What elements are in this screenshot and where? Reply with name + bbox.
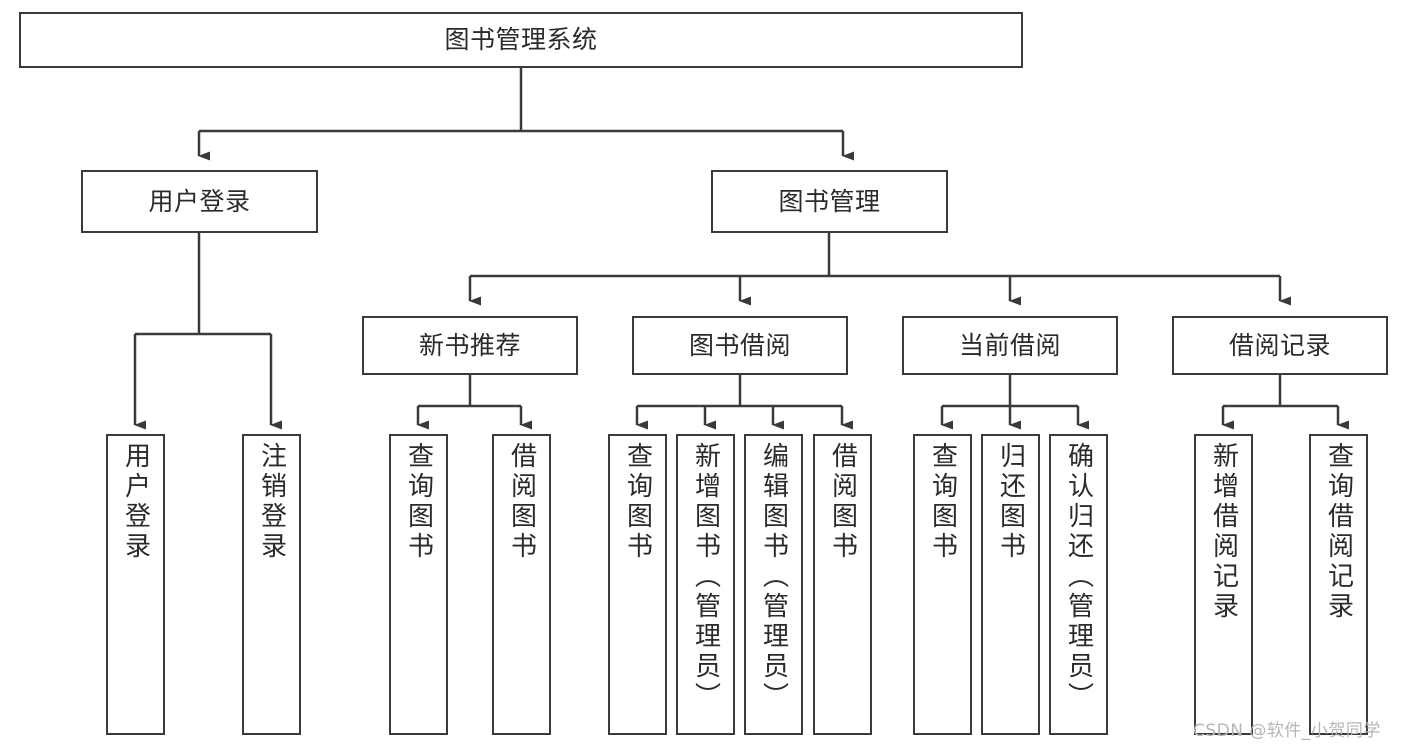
node-root-system[interactable]: 图书管理系统	[19, 12, 1023, 68]
node-label: 借阅记录	[1228, 330, 1331, 360]
leaf-confirm-return-admin[interactable]: 确认归还（管理员）	[1049, 434, 1108, 735]
leaf-query-book-recommend[interactable]: 查询图书	[389, 434, 448, 735]
node-label: 查询图书	[927, 442, 958, 562]
node-label: 编辑图书（管理员）	[758, 442, 789, 712]
leaf-return-book[interactable]: 归还图书	[981, 434, 1040, 735]
node-borrow-records[interactable]: 借阅记录	[1172, 316, 1388, 375]
leaf-add-book-admin[interactable]: 新增图书（管理员）	[676, 434, 735, 735]
node-label: 图书借阅	[688, 330, 791, 360]
leaf-edit-book-admin[interactable]: 编辑图书（管理员）	[744, 434, 803, 735]
node-label: 当前借阅	[958, 330, 1061, 360]
node-label: 注销登录	[256, 442, 287, 562]
node-label: 借阅图书	[827, 442, 858, 562]
node-user-login[interactable]: 用户登录	[81, 170, 318, 233]
node-label: 用户登录	[120, 442, 151, 562]
node-book-borrow[interactable]: 图书借阅	[632, 316, 848, 375]
node-label: 图书管理系统	[444, 25, 598, 54]
node-label: 归还图书	[995, 442, 1026, 562]
node-label: 新增图书（管理员）	[690, 442, 721, 712]
node-label: 确认归还（管理员）	[1063, 442, 1094, 712]
node-new-book-recommend[interactable]: 新书推荐	[362, 316, 578, 375]
leaf-borrow-book[interactable]: 借阅图书	[813, 434, 872, 735]
node-label: 查询图书	[622, 442, 653, 562]
leaf-borrow-book-recommend[interactable]: 借阅图书	[492, 434, 551, 735]
node-label: 图书管理	[778, 186, 881, 216]
node-label: 用户登录	[148, 186, 251, 216]
node-label: 新增借阅记录	[1208, 442, 1239, 622]
node-label: 新书推荐	[418, 330, 521, 360]
node-label: 借阅图书	[506, 442, 537, 562]
node-current-borrow[interactable]: 当前借阅	[902, 316, 1118, 375]
node-label: 查询图书	[403, 442, 434, 562]
leaf-logout[interactable]: 注销登录	[242, 434, 301, 735]
leaf-add-borrow-record[interactable]: 新增借阅记录	[1194, 434, 1253, 735]
leaf-user-login[interactable]: 用户登录	[106, 434, 165, 735]
node-book-management[interactable]: 图书管理	[711, 170, 948, 233]
leaf-query-borrow-record[interactable]: 查询借阅记录	[1309, 434, 1368, 735]
node-label: 查询借阅记录	[1323, 442, 1354, 622]
leaf-query-book-current[interactable]: 查询图书	[913, 434, 972, 735]
leaf-query-book-borrow[interactable]: 查询图书	[608, 434, 667, 735]
csdn-watermark: CSDN @软件_小贺同学	[1193, 721, 1381, 741]
